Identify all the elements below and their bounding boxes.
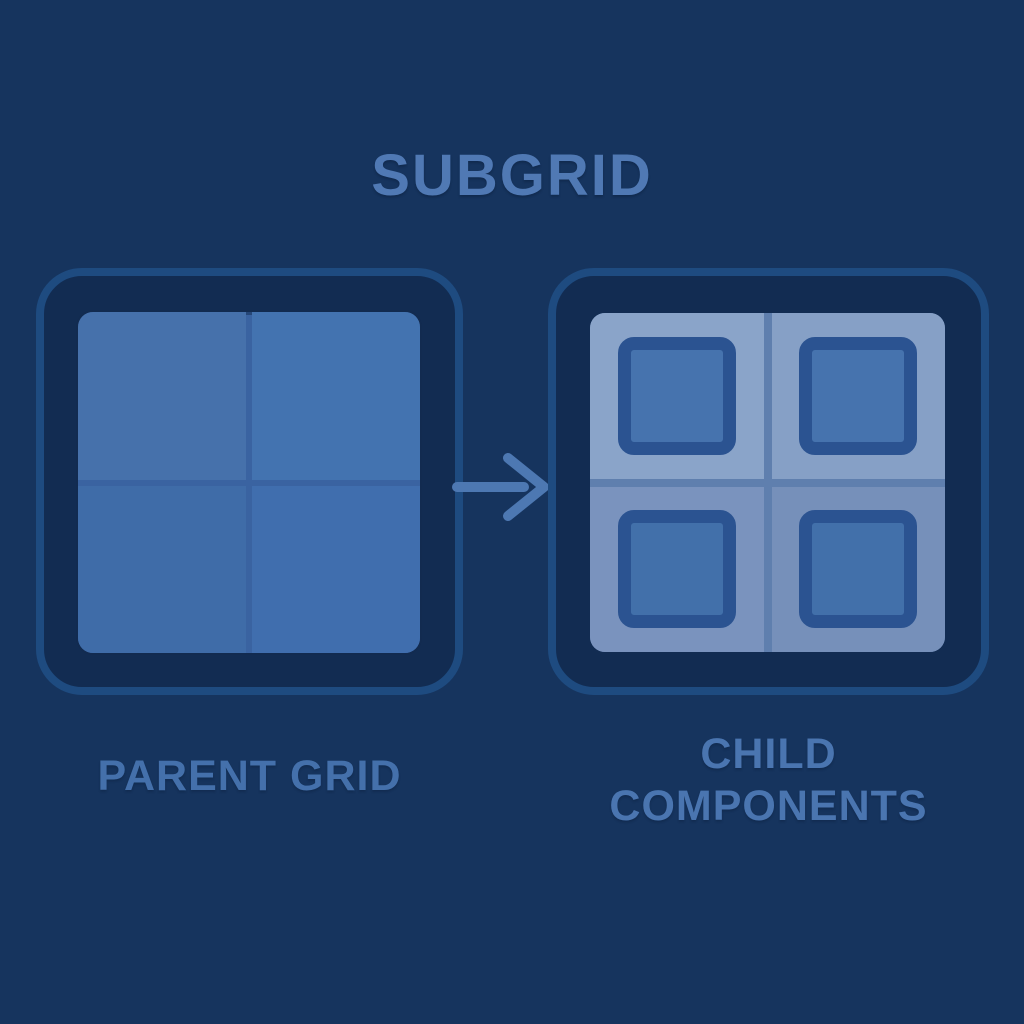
child-grid: [590, 313, 945, 652]
parent-grid-label: PARENT GRID: [97, 752, 402, 800]
child-component-square: [617, 510, 736, 629]
child-grid-cell: [771, 313, 945, 479]
child-grid-cell: [590, 313, 764, 479]
right-arrow-icon: [452, 453, 549, 521]
parent-grid-cell: [252, 485, 420, 653]
diagram-title: SUBGRID: [371, 143, 653, 208]
child-component-square: [799, 510, 918, 629]
parent-grid-cell: [78, 485, 246, 653]
child-grid-cell: [590, 486, 764, 652]
parent-grid-cell: [78, 312, 246, 480]
child-grid-cell: [771, 486, 945, 652]
parent-grid: [78, 312, 420, 653]
child-component-square: [617, 336, 736, 455]
parent-grid-cell: [252, 312, 420, 480]
child-component-square: [799, 336, 918, 455]
child-components-label: CHILD COMPONENTS: [609, 730, 928, 830]
